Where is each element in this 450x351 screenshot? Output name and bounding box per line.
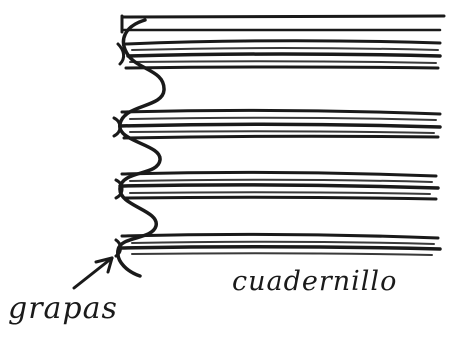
- staples-arrow: [74, 258, 112, 288]
- top-cover: [122, 16, 444, 32]
- page-stack-3: [120, 172, 438, 199]
- staples-label: grapas: [8, 291, 118, 326]
- page-stack-4: [120, 234, 440, 255]
- spine-stitching: [114, 20, 164, 276]
- page-stack-1: [126, 41, 440, 68]
- page-stack-2: [120, 110, 440, 138]
- booklet-label: cuadernillo: [232, 266, 397, 297]
